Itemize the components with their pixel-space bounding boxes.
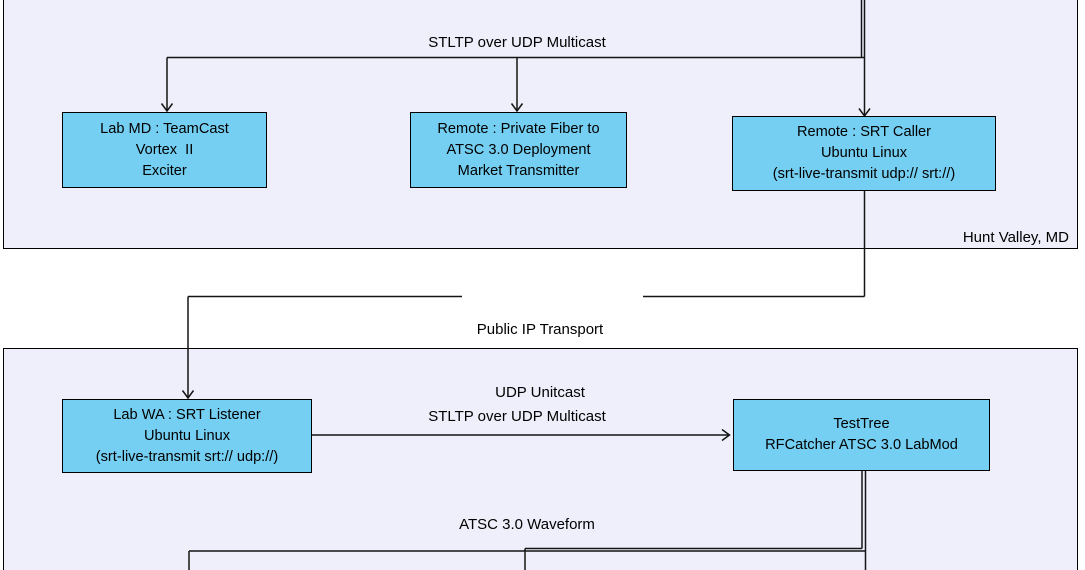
node-remote-srt-caller-line2: Ubuntu Linux (820, 145, 907, 161)
node-lab-wa-srt-listener-line3: (srt-live-transmit srt:// udp://) (95, 448, 279, 465)
node-remote-transmitter: Remote : Private Fiber to ATSC 3.0 Deplo… (410, 112, 627, 188)
arrowhead-transmitter (510, 103, 524, 113)
hunt-valley-location-label: Hunt Valley, MD (962, 229, 1069, 246)
arrowhead-srt-listener (181, 390, 195, 400)
node-remote-srt-caller-line3: (srt-live-transmit udp:// srt://) (772, 166, 956, 182)
node-lab-md-exciter-line2: Vortex II (135, 141, 194, 158)
label-public-ip-line1: Public IP Transport (476, 321, 604, 338)
node-remote-transmitter-line3: Market Transmitter (457, 162, 580, 179)
node-lab-md-exciter-line3: Exciter (142, 162, 187, 179)
label-public-ip-line2: UDP Unitcast (495, 384, 585, 401)
node-lab-wa-srt-listener: Lab WA : SRT Listener Ubuntu Linux (srt-… (62, 399, 312, 473)
label-stltp-top: STLTP over UDP Multicast (428, 34, 606, 51)
node-remote-srt-caller: Remote : SRT Caller Ubuntu Linux (srt-li… (732, 116, 996, 191)
node-remote-transmitter-line2: ATSC 3.0 Deployment (446, 141, 591, 158)
label-public-ip: Public IP Transport UDP Unitcast (415, 277, 665, 445)
node-remote-srt-caller-line1: Remote : SRT Caller (796, 124, 932, 140)
node-lab-md-exciter-line1: Lab MD : TeamCast (100, 120, 229, 137)
arrowhead-testtree (721, 428, 731, 442)
node-testtree-labmod: TestTree RFCatcher ATSC 3.0 LabMod (733, 399, 990, 471)
label-rf-waveform-line1: ATSC 3.0 Waveform (459, 516, 595, 533)
node-lab-md-exciter: Lab MD : TeamCast Vortex II Exciter (62, 112, 267, 188)
node-testtree-labmod-line2: RFCatcher ATSC 3.0 LabMod (765, 437, 958, 453)
node-lab-wa-srt-listener-line2: Ubuntu Linux (143, 427, 230, 444)
label-stltp-bottom: STLTP over UDP Multicast (428, 408, 606, 425)
arrowhead-lab-md (160, 103, 174, 113)
node-remote-transmitter-line1: Remote : Private Fiber to (437, 120, 600, 137)
node-lab-wa-srt-listener-line1: Lab WA : SRT Listener (113, 406, 261, 423)
label-rf-waveform: ATSC 3.0 Waveform RF Coax Network 647Mhz (377, 470, 677, 570)
node-testtree-labmod-line1: TestTree (833, 416, 890, 432)
